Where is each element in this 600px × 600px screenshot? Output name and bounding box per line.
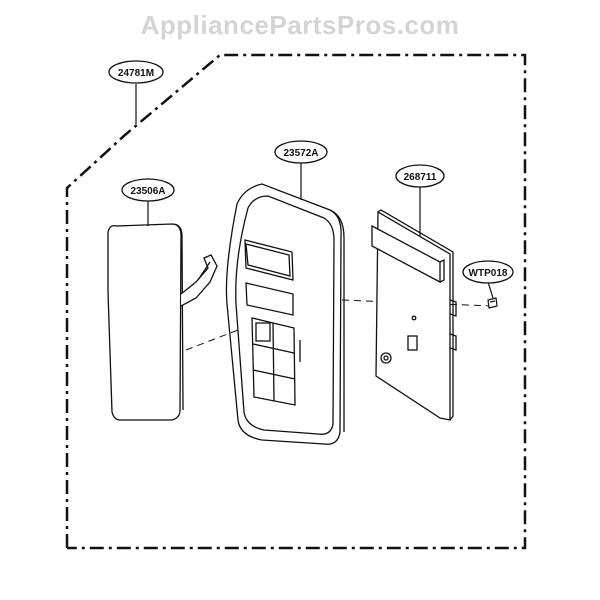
- callout-pcb: 268711: [395, 164, 445, 188]
- callout-label-pcb: 268711: [404, 172, 437, 183]
- membrane-part: [107, 223, 218, 421]
- callout-screw: WTP018: [462, 260, 514, 284]
- screw-part: [487, 297, 498, 309]
- callout-assembly: 24781M: [108, 60, 164, 84]
- control-panel-housing: [225, 183, 345, 445]
- leader-lines: [135, 84, 494, 299]
- callout-label-panel: 23572A: [283, 148, 318, 159]
- callout-panel: 23572A: [274, 140, 328, 164]
- watermark-text: AppliancePartsPros.com: [140, 10, 460, 40]
- callout-label-assembly: 24781M: [118, 68, 154, 79]
- callout-label-membrane: 23506A: [130, 186, 165, 197]
- callout-membrane: 23506A: [121, 178, 175, 202]
- keypad-grid: [251, 317, 296, 406]
- pcb-board: [371, 209, 457, 421]
- assembly-boundary: [65, 53, 527, 550]
- callout-label-screw: WTP018: [469, 268, 508, 279]
